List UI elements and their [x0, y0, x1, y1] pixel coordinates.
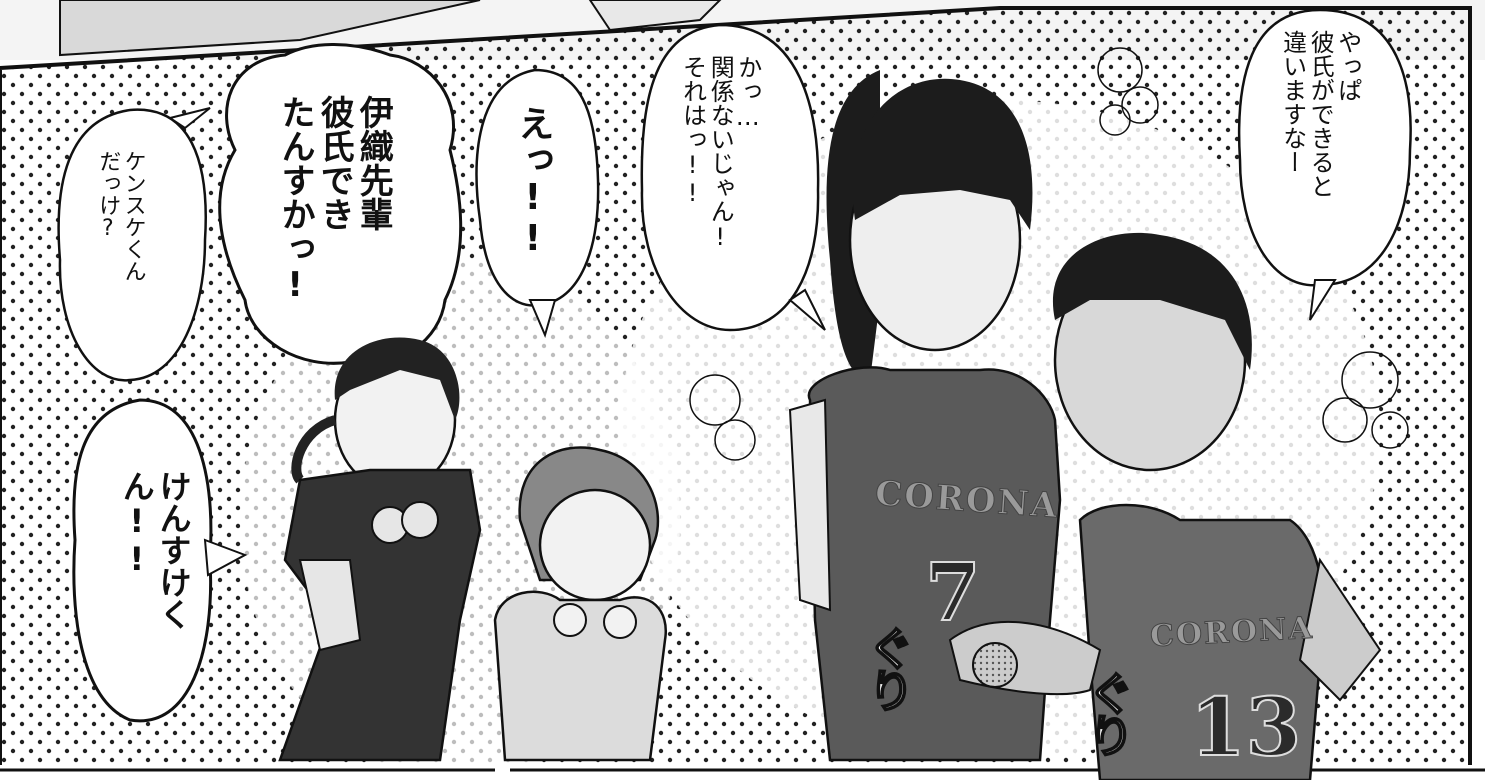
bubble-kensuke-question — [57, 108, 207, 382]
bubble-kensuke-shout — [72, 398, 213, 723]
text-kensuke-shout: けんすけくん!! — [117, 470, 193, 630]
bubble-tail — [167, 107, 211, 130]
text-iori-boyfriend: 伊織先輩 彼氏でき たんすかっ! — [275, 95, 394, 305]
jersey-number-boy: 13 — [1189, 679, 1302, 775]
bubble-tail — [203, 538, 248, 577]
sweat-puffs — [689, 47, 1409, 461]
text-eh: えっ!! — [512, 105, 554, 259]
jersey-number-girl: 7 — [924, 544, 982, 640]
bubble-tail — [1309, 279, 1337, 321]
upper-panel-figure — [59, 0, 481, 57]
text-yappa: やっぱ 彼氏ができると 違いますなー — [1278, 30, 1362, 198]
girl-short-hair — [493, 446, 668, 762]
girl-black-shirt — [278, 337, 482, 762]
boy-basketball — [948, 232, 1382, 780]
text-kankei-nai: かっ… 関係ないじゃん! それはっ!! — [678, 55, 762, 251]
bubble-tail — [528, 299, 557, 338]
bubble-kankei-nai — [640, 23, 820, 332]
upper-panel-detail — [588, 0, 722, 32]
sfx-gui-left: ぐり — [860, 624, 916, 710]
bubble-tail — [788, 288, 826, 331]
text-kensuke-question: ケンスケくん だっけ? — [95, 150, 146, 282]
sfx-gui-right: ぐり — [1080, 669, 1136, 755]
